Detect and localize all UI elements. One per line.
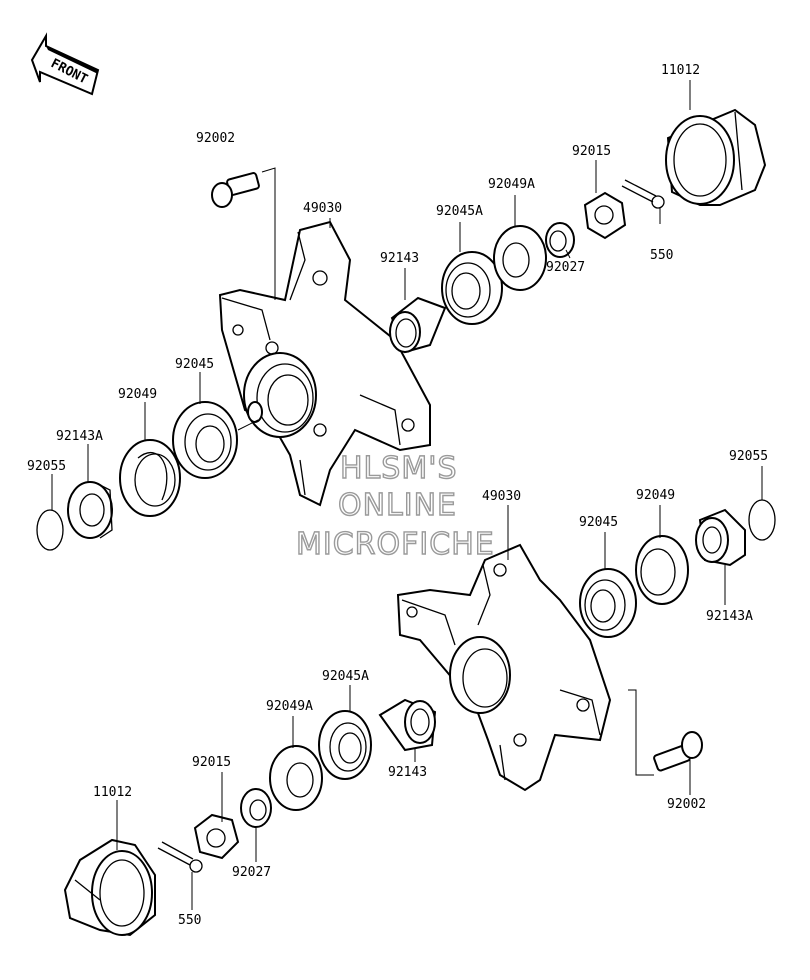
upper-spacer-92143A [67, 481, 113, 539]
lower-nut-92015 [193, 813, 240, 860]
watermark-line2: ONLINE [338, 488, 457, 523]
upper-seal-92049 [119, 439, 181, 517]
label-upper-92027: 92027 [546, 260, 585, 275]
label-upper-92049: 92049 [118, 387, 157, 402]
upper-nut-92015 [583, 191, 627, 240]
lower-seal-92049A [269, 745, 323, 811]
label-lower-550: 550 [178, 913, 201, 928]
label-upper-92045: 92045 [175, 357, 214, 372]
upper-hub-49030 [218, 220, 431, 507]
label-lower-92049A: 92049A [266, 699, 313, 714]
label-lower-92143: 92143 [388, 765, 427, 780]
lower-seal-92049 [635, 535, 689, 605]
lower-bearing-92045 [579, 568, 637, 638]
upper-bearing-92045A [441, 251, 503, 325]
label-lower-92143A: 92143A [706, 609, 753, 624]
upper-stud-92002 [211, 167, 276, 300]
upper-washer-92027 [545, 222, 575, 258]
label-lower-92027: 92027 [232, 865, 271, 880]
label-lower-49030: 49030 [482, 489, 521, 504]
label-lower-92049: 92049 [636, 488, 675, 503]
lower-washer-92027 [240, 788, 272, 828]
lower-spacer-92143 [378, 698, 437, 752]
front-arrow-icon: FRONT [30, 32, 100, 96]
upper-cap-11012 [665, 108, 767, 206]
label-upper-11012: 11012 [661, 63, 700, 78]
lower-oring-92055 [748, 499, 776, 541]
label-lower-92045: 92045 [579, 515, 618, 530]
watermark-line1: HLSM'S [340, 451, 458, 486]
label-upper-92015: 92015 [572, 144, 611, 159]
label-lower-92045A: 92045A [322, 669, 369, 684]
lower-spacer-92143A [695, 508, 746, 567]
lower-cap-11012 [63, 838, 156, 937]
label-lower-92055: 92055 [729, 449, 768, 464]
upper-bearing-92045 [172, 401, 259, 479]
lower-cotter-pin-550 [157, 841, 203, 873]
upper-cotter-pin-550 [621, 179, 665, 209]
lower-bearing-92045A [318, 710, 372, 780]
label-upper-92002: 92002 [196, 131, 235, 146]
label-lower-92002: 92002 [667, 797, 706, 812]
lower-stud-92002 [628, 689, 703, 776]
label-upper-92045A: 92045A [436, 204, 483, 219]
upper-seal-92049A [493, 225, 547, 291]
label-upper-92143A: 92143A [56, 429, 103, 444]
label-upper-92143: 92143 [380, 251, 419, 266]
label-lower-92015: 92015 [192, 755, 231, 770]
label-upper-49030: 49030 [303, 201, 342, 216]
upper-spacer-92143 [389, 296, 447, 354]
watermark-line3: MICROFICHE [296, 527, 495, 562]
label-upper-92049A: 92049A [488, 177, 535, 192]
label-upper-550: 550 [650, 248, 673, 263]
label-lower-11012: 11012 [93, 785, 132, 800]
watermark: HLSM'S ONLINE MICROFICHE [295, 450, 495, 562]
label-upper-92055: 92055 [27, 459, 66, 474]
lower-hub-49030 [396, 543, 612, 792]
upper-oring-92055 [36, 509, 64, 551]
